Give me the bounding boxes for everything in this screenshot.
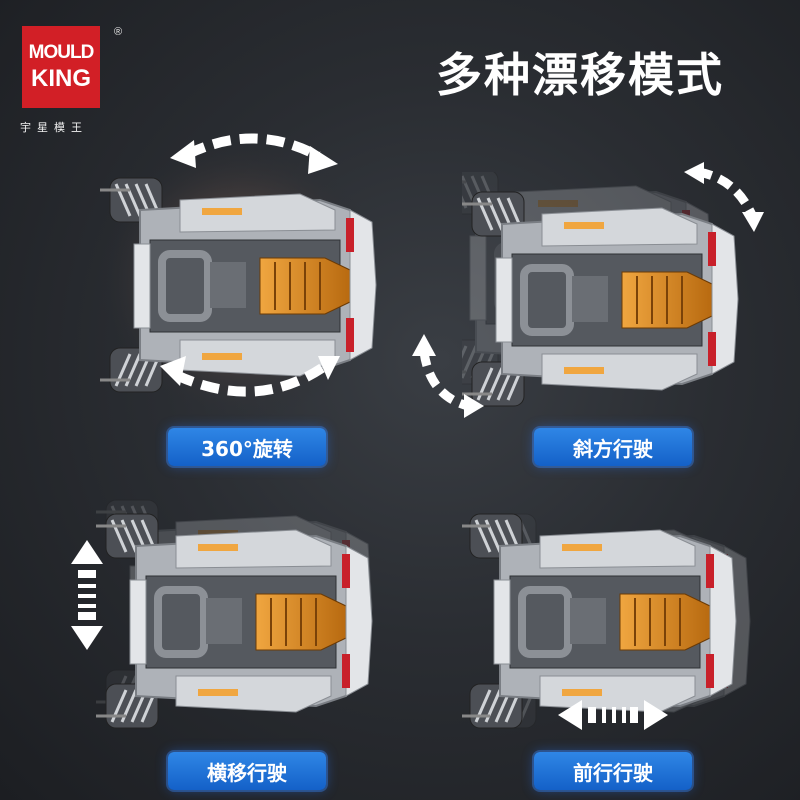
logo-badge: MOULD KING [22,26,100,108]
diagonal-arrow-top-icon [684,162,764,232]
logo-text-top: MOULD [28,42,95,63]
mode-label-rotate: 360°旋转 [168,428,326,466]
vertical-arrow-icon [71,540,103,650]
mode-label-diagonal-text: 斜方行驶 [573,436,653,461]
logo-text-bottom: KING [31,65,91,92]
mode-label-diagonal: 斜方行驶 [534,428,692,466]
mode-label-rotate-text: 360°旋转 [201,436,293,461]
car-rotate-image [90,150,400,420]
page-title: 多种漂移模式 [436,48,724,102]
registered-mark: ® [114,26,123,38]
mode-label-forward: 前行行驶 [534,752,692,790]
logo-subtitle: 宇星模王 [20,121,88,134]
mode-label-sideways: 横移行驶 [168,752,326,790]
rotation-arrows-icon [160,133,340,397]
mode-label-sideways-text: 横移行驶 [207,760,287,785]
car-sideways-image [86,492,376,732]
car-forward-image [462,492,762,732]
mode-label-forward-text: 前行行驶 [573,760,653,785]
diagonal-arrow-bottom-icon [412,334,484,418]
horizontal-arrow-icon [558,700,668,730]
brand-logo: MOULD KING [22,26,132,108]
